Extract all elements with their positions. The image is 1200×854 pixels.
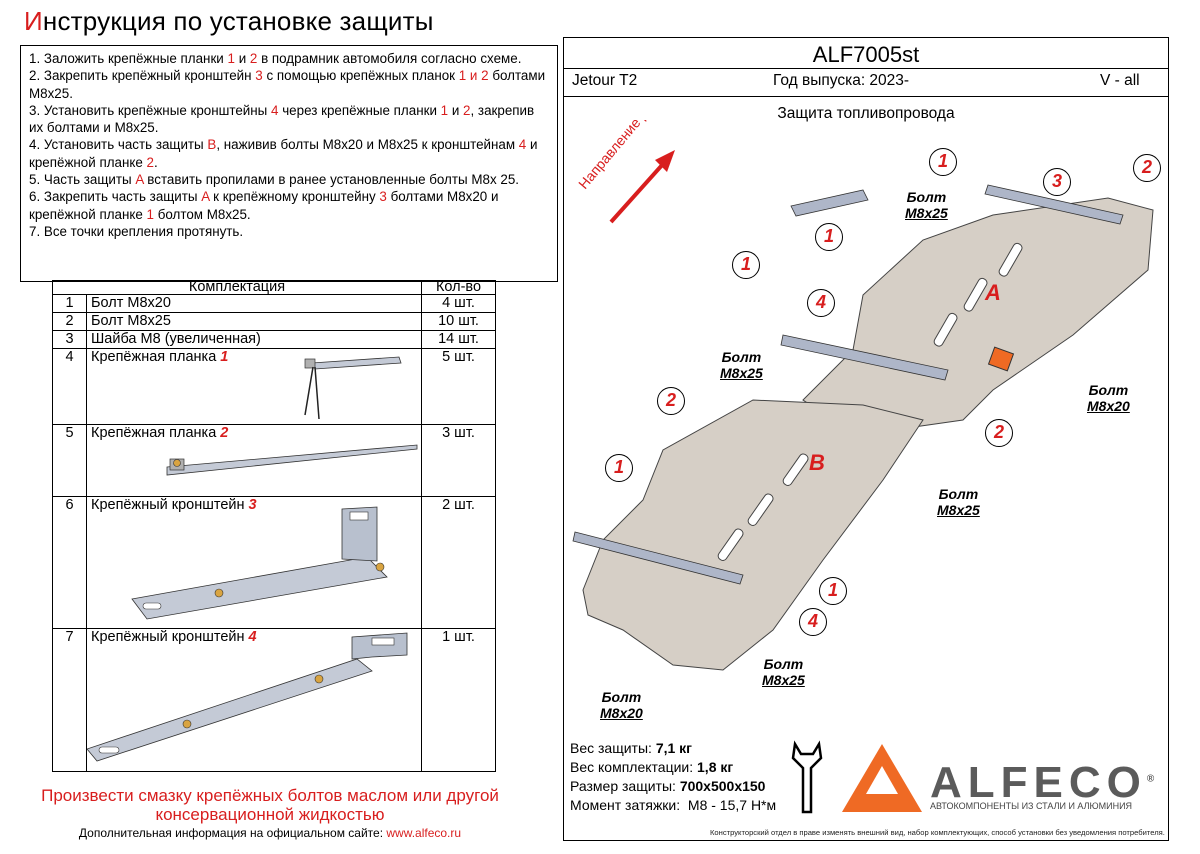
brand-tagline: АВТОКОМПОНЕНТЫ ИЗ СТАЛИ И АЛЮМИНИЯ xyxy=(930,801,1133,811)
instruction-step: 3. Установить крепёжные кронштейны 4 чер… xyxy=(29,102,535,136)
kit-header-name: Комплектация xyxy=(52,280,422,295)
kit-header: Комплектация Кол-во xyxy=(52,280,496,295)
table-row: 6 Крепёжный кронштейн 3 2 шт. xyxy=(52,496,496,629)
table-row: 2 Болт М8х25 10 шт. xyxy=(52,312,496,331)
kit-table: Комплектация Кол-во 1 Болт М8х20 4 шт. 2… xyxy=(52,280,496,772)
instruction-step: 4. Установить часть защиты B, наживив бо… xyxy=(29,137,538,170)
part-number-callout: 1 xyxy=(815,223,843,251)
car-model: Jetour T2 xyxy=(572,72,638,89)
protection-subject: Защита топливопровода xyxy=(777,105,955,122)
instruction-step: 5. Часть защиты A вставить пропилами в р… xyxy=(29,172,519,188)
mounting-plate-1-image xyxy=(304,356,402,420)
instruction-step: 2. Закрепить крепёжный кронштейн 3 с пом… xyxy=(29,68,546,101)
drawing-frame xyxy=(563,37,1169,841)
website-note: Дополнительная информация на официальном… xyxy=(78,826,462,840)
part-number-callout: 1 xyxy=(819,577,847,605)
instruction-steps: 1. Заложить крепёжные планки 1 и 2 в под… xyxy=(20,45,558,282)
table-row: 4 Крепёжная планка 1 5 шт. xyxy=(52,348,496,425)
instruction-step: 6. Закрепить часть защиты A к крепёжному… xyxy=(29,189,499,222)
page-title: Инструкция по установке защиты xyxy=(24,6,434,36)
wrench-icon xyxy=(791,740,823,814)
spec-size: Размер защиты: 700х500х150 xyxy=(570,778,766,794)
model-year: Год выпуска: 2023- xyxy=(773,72,910,89)
bracket-4-image xyxy=(87,632,408,762)
engine-variant: V - all xyxy=(1100,72,1140,89)
spec-torque: Момент затяжки: M8 - 15,7 Н*м xyxy=(570,797,777,813)
spec-kit-weight: Вес комплектации: 1,8 кг xyxy=(570,759,734,775)
brand-name: ALFECO® xyxy=(930,758,1155,807)
spec-weight: Вес защиты: 7,1 кг xyxy=(570,740,693,756)
instruction-step: 7. Все точки крепления протянуть. xyxy=(29,223,244,239)
lubrication-warning: Произвести смазку крепёжных болтов масло… xyxy=(41,786,499,824)
alfeco-logo-icon xyxy=(842,744,922,812)
website-link[interactable]: www.alfeco.ru xyxy=(386,826,462,840)
assembly-drawing: Направление движения A B xyxy=(572,120,1154,671)
brackets xyxy=(572,184,1124,585)
kit-header-qty: Кол-во xyxy=(421,280,496,295)
mounting-plate-2-image xyxy=(166,444,418,476)
divider xyxy=(563,68,1169,69)
divider xyxy=(563,96,1169,97)
part-number-callout: 1 xyxy=(732,251,760,279)
bracket-3-image xyxy=(131,506,388,620)
part-number-callout: 2 xyxy=(1133,154,1161,182)
part-b-label: B xyxy=(809,450,825,475)
instruction-step: 1. Заложить крепёжные планки 1 и 2 в под… xyxy=(29,51,522,66)
part-number-callout: 2 xyxy=(657,387,685,415)
table-row: 7 Крепёжный кронштейн 4 1 шт. xyxy=(52,628,496,772)
part-number-callout: 3 xyxy=(1043,168,1071,196)
table-row: 5 Крепёжная планка 2 3 шт. xyxy=(52,424,496,497)
part-number-callout: 1 xyxy=(929,148,957,176)
model-code: ALF7005st xyxy=(812,42,920,67)
table-row: 3 Шайба М8 (увеличенная) 14 шт. xyxy=(52,330,496,349)
table-row: 1 Болт М8х20 4 шт. xyxy=(52,294,496,313)
callout-layer: 1 3 2 1 1 4 2 2 1 1 4 xyxy=(563,120,1169,720)
shield-part-b xyxy=(582,399,924,671)
part-a-label: A xyxy=(984,280,1001,305)
part-number-callout: 1 xyxy=(605,454,633,482)
part-number-callout: 4 xyxy=(807,289,835,317)
direction-arrow xyxy=(609,150,675,224)
part-number-callout: 2 xyxy=(985,419,1013,447)
disclaimer: Конструкторский отдел в праве изменять в… xyxy=(710,828,1165,837)
part-number-callout: 4 xyxy=(799,608,827,636)
